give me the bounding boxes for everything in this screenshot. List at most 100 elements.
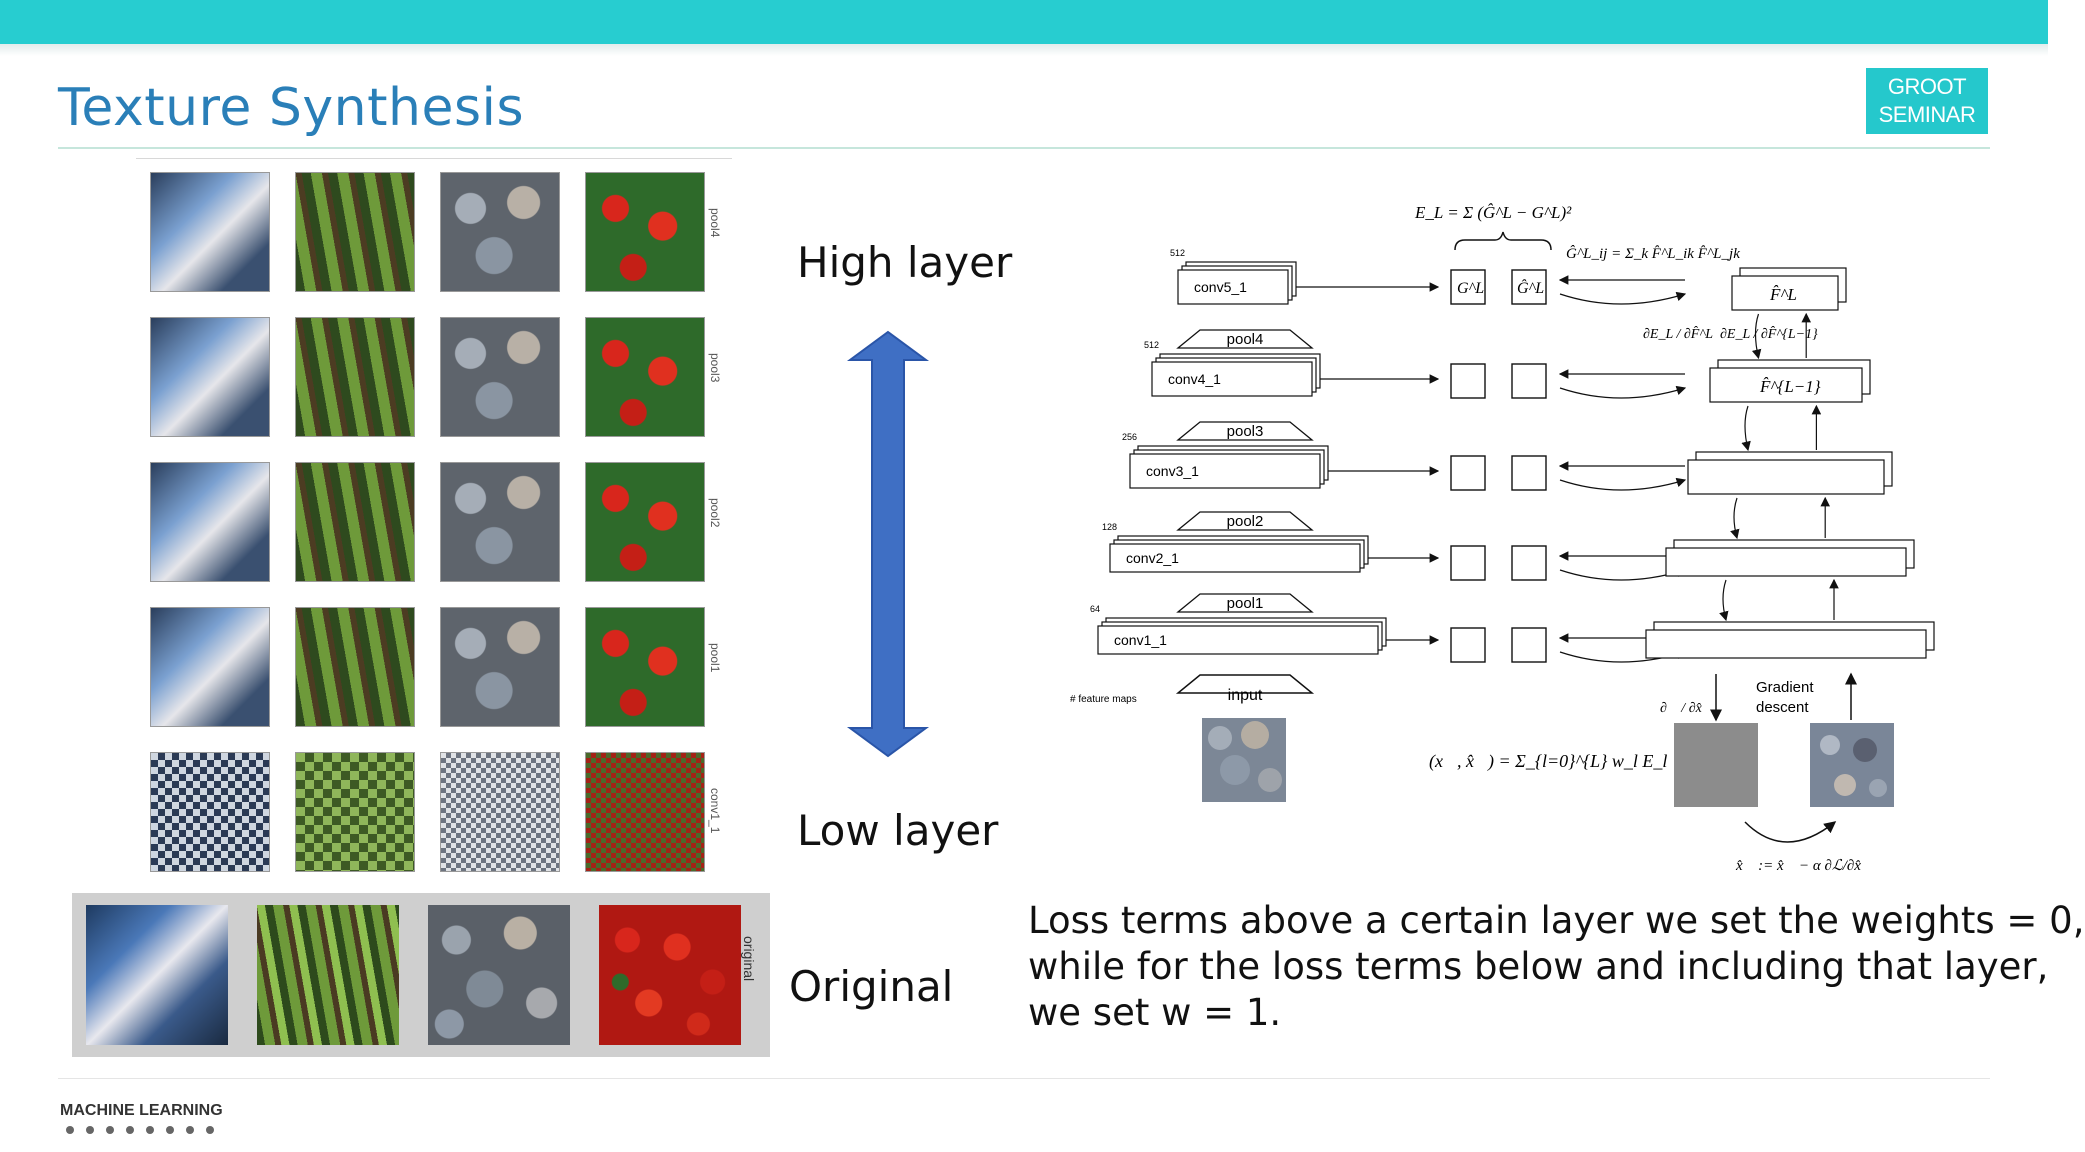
badge-line-2: SEMINAR — [1878, 102, 1976, 127]
original-pebbles-image — [428, 905, 570, 1045]
high-layer-label: High layer — [797, 238, 1013, 287]
dL-dx-label: ∂ℒ / ∂x̂⃗ — [1660, 701, 1713, 716]
row-layer-label: pool4 — [708, 208, 722, 238]
layer-name: conv3_1 — [1146, 463, 1199, 479]
texture-tile — [295, 752, 415, 872]
layer-name: conv2_1 — [1126, 550, 1179, 566]
original-radish-image — [599, 905, 741, 1045]
input-label: input — [1228, 687, 1263, 704]
F-label: F̂^L — [1769, 285, 1797, 304]
layer-box-front — [1097, 625, 1379, 655]
gram-synth-box — [1511, 627, 1547, 663]
slide-caption: Loss terms above a certain layer we set … — [1028, 898, 2085, 1036]
cnn-layer-stack: conv5_1512conv4_1512conv3_1256conv2_1128… — [1090, 248, 1440, 655]
pool-label: pool2 — [1227, 513, 1264, 530]
original-images-panel — [72, 893, 770, 1057]
groot-seminar-badge: GROOT SEMINAR — [1866, 68, 1988, 134]
gram-target-box — [1450, 363, 1486, 399]
synth-box-front — [1665, 547, 1907, 577]
machine-learning-logo: MACHINE LEARNING — [60, 1090, 230, 1146]
F-prev-label: F̂^{L−1} — [1759, 377, 1821, 396]
descent-label: descent — [1756, 699, 1809, 716]
gradient-curve — [1559, 385, 1687, 399]
layer-name: conv1_1 — [1114, 632, 1167, 648]
original-room-image — [86, 905, 228, 1045]
logo-text: MACHINE LEARNING — [60, 1102, 223, 1119]
gram-target-box — [1450, 545, 1486, 581]
top-accent-bar — [0, 0, 2048, 44]
layer-map-count: 64 — [1090, 604, 1100, 614]
synthesis-feature-stack: F̂^L F̂^{L−1} — [1645, 267, 1935, 659]
layer-name: conv5_1 — [1194, 279, 1247, 295]
caption-line-1: Loss terms above a certain layer we set … — [1028, 899, 2085, 942]
gram-target-box — [1450, 269, 1486, 305]
layer-map-count: 256 — [1122, 432, 1137, 442]
gram-equation: Ĝ^L_ij = Σ_k F̂^L_ik F̂^L_jk — [1566, 245, 1740, 262]
original-label: Original — [789, 962, 954, 1011]
texture-tile — [150, 317, 270, 437]
slide-title: Texture Synthesis — [58, 78, 525, 138]
gram-matrix-boxes: G^L Ĝ^L — [1450, 269, 1687, 663]
texture-tile — [440, 172, 560, 292]
texture-tile — [150, 462, 270, 582]
texture-tile — [295, 317, 415, 437]
G-label: G^L — [1457, 280, 1484, 297]
layer-map-count: 512 — [1144, 340, 1159, 350]
gram-synth-box — [1511, 455, 1547, 491]
synth-box-front — [1731, 275, 1839, 311]
texture-tile — [585, 172, 705, 292]
Ghat-label: Ĝ^L — [1517, 278, 1544, 297]
logo-icons — [66, 1126, 214, 1134]
pool-arrow-shape — [1176, 329, 1314, 349]
backward-arrow — [1741, 405, 1751, 452]
texture-tile — [440, 317, 560, 437]
backward-arrow — [1751, 313, 1762, 360]
texture-tile — [295, 607, 415, 727]
texture-tile — [585, 317, 705, 437]
synth-box-front — [1709, 367, 1863, 403]
caption-line-2: while for the loss terms below and inclu… — [1028, 945, 2049, 988]
top-bar-shadow — [0, 44, 2048, 56]
layer-box-front — [1109, 543, 1361, 573]
pool-arrow-shape — [1176, 421, 1314, 441]
title-divider — [58, 147, 1990, 149]
texture-synthesis-network-diagram: E_L = Σ (Ĝ^L − G^L)² Ĝ^L_ij = Σ_k F̂^L_i… — [1070, 203, 1935, 874]
texture-tile — [440, 752, 560, 872]
gram-synth-box — [1511, 545, 1547, 581]
layer-double-arrow — [846, 330, 930, 758]
synth-box-front — [1687, 459, 1885, 495]
backward-arrow — [1719, 579, 1729, 622]
original-row-tag: original — [741, 936, 757, 982]
energy-brace — [1454, 231, 1552, 251]
texture-tile — [585, 752, 705, 872]
gram-target-box — [1450, 455, 1486, 491]
texture-tile — [585, 462, 705, 582]
layer-map-count: 128 — [1102, 522, 1117, 532]
backward-arrow — [1730, 497, 1740, 540]
texture-tile — [585, 607, 705, 727]
texture-tile — [295, 462, 415, 582]
input-arrow — [1175, 674, 1315, 694]
energy-equation: E_L = Σ (Ĝ^L − G^L)² — [1414, 203, 1572, 222]
feature-maps-label: # feature maps — [1070, 694, 1137, 705]
texture-tile — [150, 172, 270, 292]
noise-image — [1674, 723, 1758, 807]
pool-label: pool3 — [1227, 423, 1264, 440]
original-palm-image — [257, 905, 399, 1045]
pool-arrow-shape — [1176, 593, 1314, 613]
row-layer-label: pool1 — [708, 643, 722, 673]
layer-name: conv4_1 — [1168, 371, 1221, 387]
row-layer-label: pool2 — [708, 498, 722, 528]
badge-line-1: GROOT — [1887, 74, 1967, 99]
dE-dFprev-label: ∂E_L / ∂F̂^{L−1} — [1720, 326, 1818, 342]
update-equation: x̂⃗ := x̂⃗ − α ∂ℒ/∂x̂⃗ — [1735, 858, 1873, 874]
gradient-curve — [1559, 291, 1687, 305]
caption-line-3: we set w = 1. — [1028, 991, 1282, 1034]
pool-label: pool4 — [1227, 331, 1264, 348]
layer-box-front — [1151, 361, 1313, 397]
gram-target-box — [1450, 627, 1486, 663]
pool-arrow-shape — [1176, 511, 1314, 531]
gradient-label: Gradient — [1756, 679, 1814, 696]
texture-tile — [440, 462, 560, 582]
